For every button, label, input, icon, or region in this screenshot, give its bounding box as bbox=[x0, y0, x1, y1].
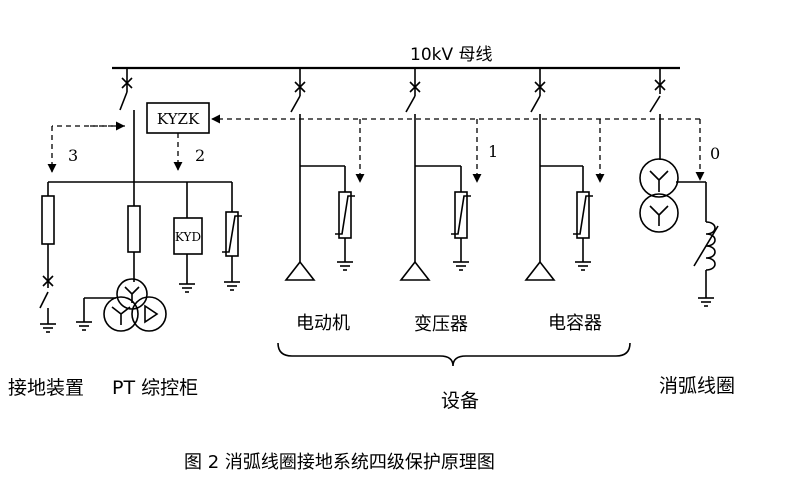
kyd-box bbox=[173, 217, 203, 255]
equipment-brace bbox=[277, 342, 631, 367]
figure-caption: 图 2 消弧线圈接地系统四级保护原理图 bbox=[184, 452, 495, 473]
arrow-label-3: 3 bbox=[68, 146, 78, 165]
pt-feeder bbox=[76, 68, 167, 332]
transformer-feeder bbox=[399, 68, 471, 281]
bus-label: 10kV 母线 bbox=[410, 45, 493, 65]
control-signals bbox=[47, 114, 705, 183]
kyd-label: KYD bbox=[175, 230, 201, 244]
capacitor-label: 电容器 bbox=[548, 313, 602, 334]
equipment-label: 设备 bbox=[441, 390, 479, 412]
transformer-label: 变压器 bbox=[414, 314, 468, 335]
arc-coil-label: 消弧线圈 bbox=[659, 375, 735, 397]
arrow-label-1: 1 bbox=[488, 142, 498, 161]
arc-coil-feeder bbox=[639, 68, 719, 307]
pt-cabinet-label: PT 综控柜 bbox=[112, 377, 198, 399]
capacitor-feeder bbox=[524, 68, 593, 281]
grounding-transformer bbox=[639, 158, 679, 198]
arrow-label-2: 2 bbox=[195, 146, 205, 165]
arrow-label-0: 0 bbox=[710, 144, 720, 163]
motor-feeder bbox=[284, 68, 355, 281]
arc-suppression-coil bbox=[705, 221, 716, 271]
pt-varistor-branch bbox=[222, 182, 242, 291]
kyzk-label: KYZK bbox=[157, 110, 200, 128]
grounding-device-branch bbox=[39, 182, 56, 333]
motor-label: 电动机 bbox=[296, 313, 350, 334]
grounding-device-label: 接地装置 bbox=[8, 377, 84, 399]
kyd-branch: KYD bbox=[173, 182, 203, 293]
